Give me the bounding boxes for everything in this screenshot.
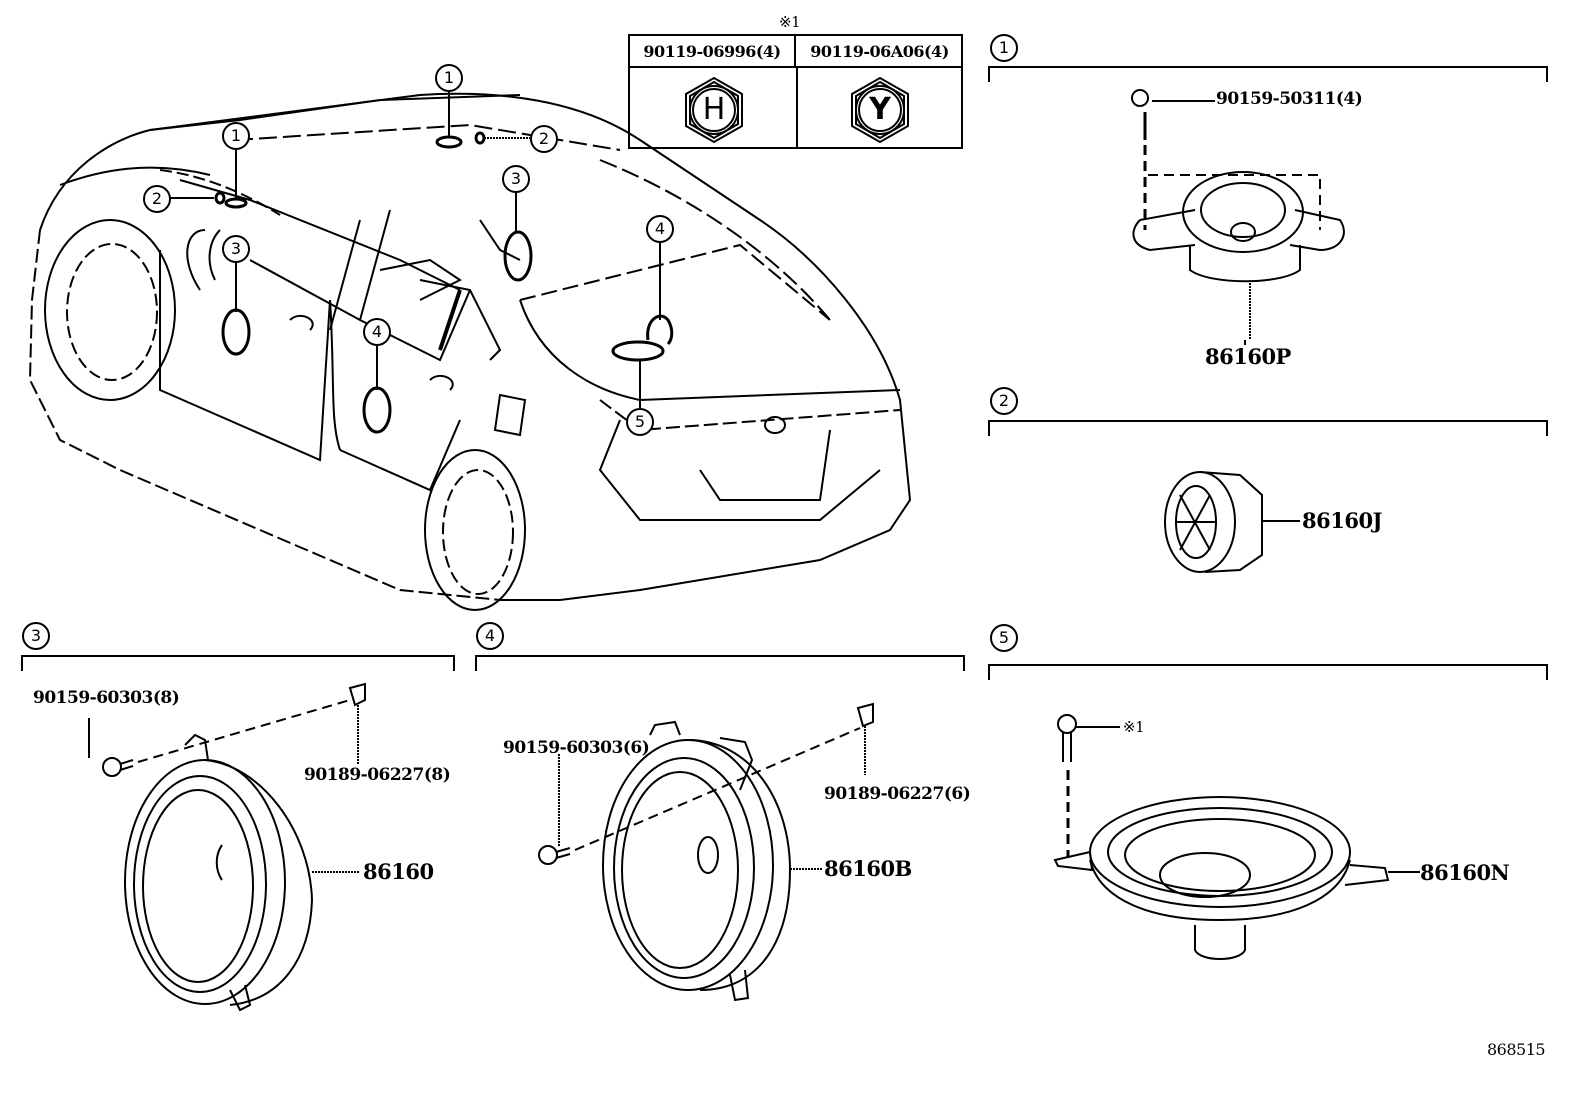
vehicle-callout-4-left[interactable]: 4 bbox=[363, 318, 391, 346]
part-label-90189-06227-6[interactable]: 90189-06227(6) bbox=[824, 784, 971, 804]
part-label-86160B[interactable]: 86160B bbox=[824, 856, 912, 881]
legend-part-number-2[interactable]: 90119-06A06(4) bbox=[796, 36, 963, 68]
vehicle-callout-3-left[interactable]: 3 bbox=[222, 235, 250, 263]
section-5-bracket bbox=[988, 664, 1548, 680]
vehicle-callout-2-left[interactable]: 2 bbox=[143, 185, 171, 213]
vehicle-callout-2-right[interactable]: 2 bbox=[530, 125, 558, 153]
speaker-86160P-drawing bbox=[1131, 89, 1345, 340]
vehicle-callout-3-right[interactable]: 3 bbox=[502, 165, 530, 193]
bolt-mark-Y: Y bbox=[869, 92, 891, 127]
part-label-90159-60303-6[interactable]: 90159-60303(6) bbox=[503, 738, 650, 758]
section-1-marker: 1 bbox=[990, 34, 1018, 62]
section-4-marker: 4 bbox=[476, 622, 504, 650]
speaker-86160B-drawing bbox=[538, 702, 874, 1002]
bolt-mark-H: H bbox=[702, 92, 726, 127]
section-3-marker: 3 bbox=[22, 622, 50, 650]
speaker-86160J-drawing bbox=[1164, 471, 1300, 573]
speaker-86160-drawing bbox=[88, 682, 366, 1012]
part-label-86160J[interactable]: 86160J bbox=[1302, 508, 1383, 533]
part-label-note-1-reference[interactable]: ※1 bbox=[1123, 718, 1145, 736]
vehicle-callout-leaders bbox=[170, 91, 674, 434]
part-label-86160[interactable]: 86160 bbox=[363, 859, 434, 884]
part-label-86160N[interactable]: 86160N bbox=[1420, 860, 1510, 885]
vehicle-outline bbox=[28, 92, 912, 611]
part-label-90159-60303-8[interactable]: 90159-60303(8) bbox=[33, 688, 180, 708]
hex-bolt-H-mark-icon: H bbox=[680, 76, 748, 144]
legend-divider bbox=[796, 66, 798, 147]
part-label-90159-50311[interactable]: 90159-50311(4) bbox=[1216, 89, 1363, 109]
illustration-reference-number: 868515 bbox=[1487, 1040, 1546, 1059]
part-label-90189-06227-8[interactable]: 90189-06227(8) bbox=[304, 765, 451, 785]
section-3-bracket bbox=[21, 655, 455, 671]
vehicle-callout-1-right[interactable]: 1 bbox=[435, 64, 463, 92]
section-2-marker: 2 bbox=[990, 387, 1018, 415]
section-5-marker: 5 bbox=[990, 624, 1018, 652]
vehicle-callout-5[interactable]: 5 bbox=[626, 408, 654, 436]
section-2-bracket bbox=[988, 420, 1548, 436]
speaker-86160N-drawing bbox=[1053, 714, 1420, 960]
section-1-bracket bbox=[988, 66, 1548, 82]
legend-part-number-1[interactable]: 90119-06996(4) bbox=[630, 36, 796, 68]
part-label-86160P[interactable]: 86160P bbox=[1205, 344, 1291, 369]
section-4-bracket bbox=[475, 655, 965, 671]
hex-bolt-Y-mark-icon: Y bbox=[846, 76, 914, 144]
vehicle-callout-1-left[interactable]: 1 bbox=[222, 122, 250, 150]
fastener-legend-table: 90119-06996(4) 90119-06A06(4) H Y bbox=[628, 34, 963, 149]
legend-note-mark: ※1 bbox=[779, 13, 801, 31]
vehicle-callout-4-right[interactable]: 4 bbox=[646, 215, 674, 243]
